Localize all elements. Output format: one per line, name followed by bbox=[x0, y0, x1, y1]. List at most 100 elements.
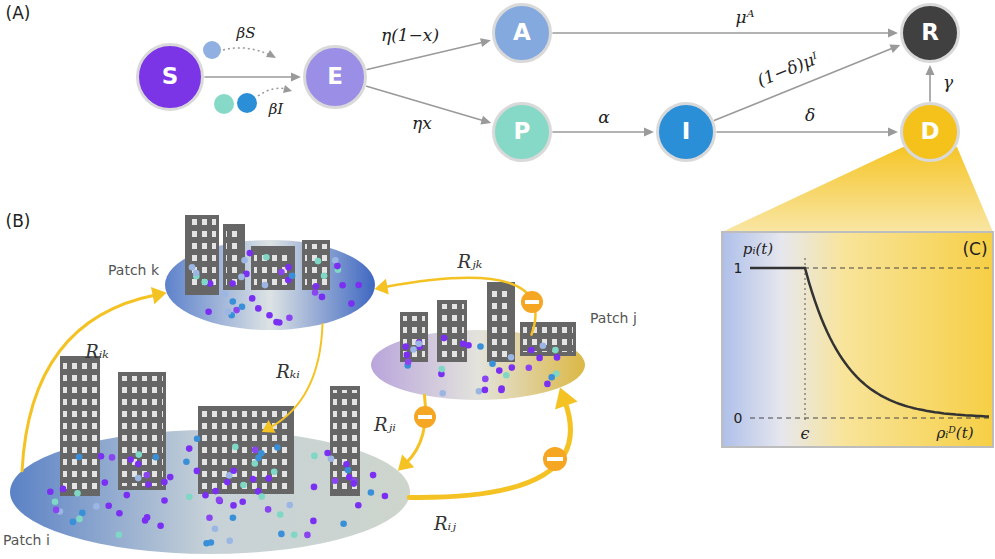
person-dot bbox=[404, 352, 411, 359]
person-dot bbox=[252, 460, 259, 467]
connector-line bbox=[406, 395, 425, 463]
person-dot bbox=[503, 372, 510, 379]
arrow-head bbox=[480, 38, 491, 47]
person-dot bbox=[355, 282, 362, 289]
rate-label: ηx bbox=[412, 114, 432, 134]
building bbox=[198, 406, 294, 494]
person-dot bbox=[465, 342, 472, 349]
person-dot bbox=[230, 502, 237, 509]
probability-curve bbox=[750, 268, 989, 417]
threshold-line bbox=[805, 258, 806, 420]
person-dot bbox=[382, 493, 389, 500]
person-dot bbox=[93, 503, 100, 510]
person-dot bbox=[265, 506, 272, 513]
graphic-circle bbox=[305, 47, 366, 108]
person-dot bbox=[476, 388, 483, 395]
person-dot bbox=[477, 343, 484, 350]
person-dot bbox=[238, 274, 245, 281]
building bbox=[330, 386, 360, 496]
person-dot bbox=[313, 283, 320, 290]
panel-letter: (A) bbox=[6, 4, 31, 24]
graphic-circle bbox=[494, 104, 551, 161]
connector-line bbox=[385, 278, 536, 335]
compartment-circle: E bbox=[303, 45, 367, 109]
person-dot bbox=[285, 264, 292, 271]
person-dot bbox=[416, 340, 423, 347]
zoom-funnel bbox=[722, 147, 993, 232]
person-dot bbox=[271, 469, 278, 476]
rate-label: η(1−x) bbox=[381, 26, 439, 46]
arrow-head bbox=[398, 455, 414, 471]
person-dot bbox=[79, 510, 86, 517]
rate-symbol: βI bbox=[269, 101, 284, 118]
negative-sign bbox=[543, 447, 567, 471]
graphic-circle bbox=[521, 291, 543, 313]
person-dot bbox=[319, 294, 326, 301]
person-dot bbox=[216, 498, 223, 505]
graphic-circle bbox=[414, 406, 436, 428]
person-dot bbox=[554, 354, 561, 361]
person-dot bbox=[189, 264, 196, 271]
building-windows bbox=[403, 316, 425, 358]
graphic-g bbox=[47, 250, 560, 547]
person-dot bbox=[232, 444, 239, 451]
transition-arrow bbox=[205, 73, 301, 82]
flow-rate: Rᵢⱼ bbox=[434, 514, 456, 535]
person-dot bbox=[201, 279, 208, 286]
person-dot bbox=[226, 537, 233, 544]
building bbox=[520, 322, 576, 356]
person-dot bbox=[552, 347, 559, 354]
person-dot bbox=[186, 445, 193, 452]
connector-line bbox=[553, 32, 890, 34]
person-dot bbox=[265, 475, 272, 482]
mobility-arrow bbox=[409, 388, 577, 498]
person-dot bbox=[136, 451, 143, 458]
person-dot bbox=[332, 477, 339, 484]
arrow-head bbox=[266, 50, 276, 58]
person-dot bbox=[289, 273, 296, 280]
arrow-head bbox=[151, 287, 167, 304]
dotted-arrow bbox=[258, 88, 286, 96]
person-dot bbox=[509, 364, 516, 371]
panel-letter: (C) bbox=[962, 240, 987, 260]
building-windows bbox=[63, 360, 97, 492]
person-dot bbox=[482, 376, 489, 383]
person-dot bbox=[74, 490, 81, 497]
person-dot bbox=[274, 444, 281, 451]
person-dot bbox=[311, 453, 318, 460]
person-dot bbox=[540, 343, 547, 350]
connector-line bbox=[553, 131, 646, 133]
compartment-circle: I bbox=[656, 102, 716, 162]
person-dot bbox=[266, 312, 273, 319]
compartment-circle: A bbox=[492, 3, 552, 63]
person-dot bbox=[167, 474, 174, 481]
person-dot bbox=[439, 366, 446, 373]
person-dot bbox=[145, 481, 152, 488]
rate-label: (1−δ)μᴵ bbox=[755, 49, 822, 91]
inset-panel bbox=[722, 232, 993, 447]
person-dot bbox=[315, 258, 322, 265]
arrow-head bbox=[555, 388, 578, 410]
person-dot bbox=[70, 519, 77, 526]
building-windows bbox=[121, 376, 163, 486]
negative-sign bbox=[414, 406, 436, 428]
person-dot bbox=[340, 521, 347, 528]
connector-line bbox=[409, 402, 570, 498]
person-dot bbox=[345, 467, 352, 474]
person-dot bbox=[240, 482, 247, 489]
panel-letter: (B) bbox=[6, 212, 31, 232]
flow-rate: Rⱼᵢ bbox=[374, 415, 396, 436]
person-dot bbox=[489, 361, 496, 368]
person-dot bbox=[144, 472, 151, 479]
person-dot bbox=[230, 467, 237, 474]
compartment-letter: D bbox=[920, 119, 939, 144]
building bbox=[487, 282, 515, 362]
building-windows bbox=[440, 304, 464, 358]
person-dot bbox=[441, 335, 448, 342]
person-dot bbox=[135, 461, 142, 468]
person-dot bbox=[368, 489, 375, 496]
patch-name: Patch i bbox=[3, 532, 403, 548]
negative-sign bbox=[521, 291, 543, 313]
person-dot bbox=[263, 254, 270, 261]
